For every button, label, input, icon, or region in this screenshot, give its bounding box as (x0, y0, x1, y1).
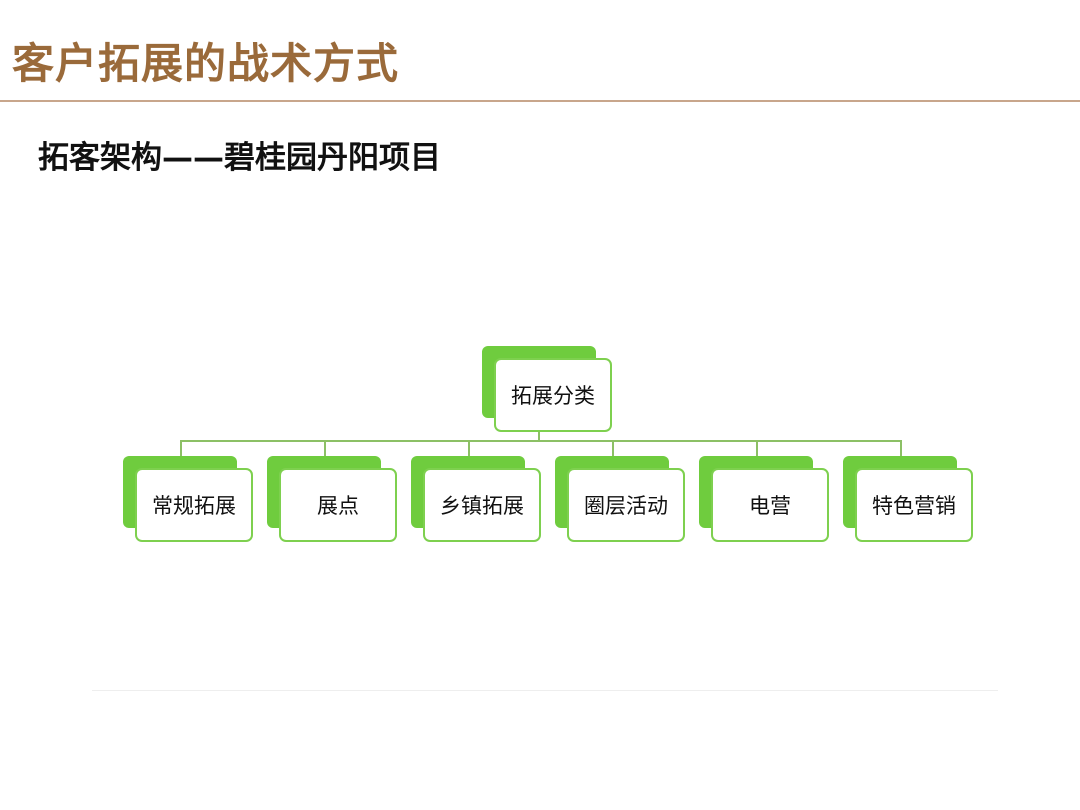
child-node-label: 乡镇拓展 (440, 494, 524, 518)
connector-horizontal-bar (180, 440, 900, 442)
child-node-label: 电营 (749, 494, 791, 518)
child-node-3: 乡镇拓展 (411, 456, 543, 544)
bottom-divider (92, 690, 998, 691)
connector-to-child-1 (180, 440, 182, 457)
title-divider (0, 100, 1080, 102)
child-node-box: 常规拓展 (135, 468, 253, 542)
connector-to-child-5 (756, 440, 758, 457)
child-node-box: 电营 (711, 468, 829, 542)
child-node-label: 展点 (317, 494, 359, 518)
child-node-1: 常规拓展 (123, 456, 255, 544)
slide-subtitle: 拓客架构——碧桂园丹阳项目 (38, 140, 441, 176)
child-node-label: 常规拓展 (152, 494, 236, 518)
child-node-6: 特色营销 (843, 456, 975, 544)
root-node: 拓展分类 (482, 346, 614, 436)
connector-to-child-6 (900, 440, 902, 457)
child-node-box: 乡镇拓展 (423, 468, 541, 542)
slide-title: 客户拓展的战术方式 (12, 39, 400, 88)
child-node-5: 电营 (699, 456, 831, 544)
child-node-4: 圈层活动 (555, 456, 687, 544)
root-node-label: 拓展分类 (511, 384, 595, 408)
child-node-label: 特色营销 (872, 494, 956, 518)
child-node-label: 圈层活动 (584, 494, 668, 518)
root-node-box: 拓展分类 (494, 358, 612, 432)
child-node-2: 展点 (267, 456, 399, 544)
connector-to-child-2 (324, 440, 326, 457)
connector-root-stem (538, 430, 540, 440)
connector-to-child-3 (468, 440, 470, 457)
child-node-box: 特色营销 (855, 468, 973, 542)
child-node-box: 圈层活动 (567, 468, 685, 542)
connector-to-child-4 (612, 440, 614, 457)
child-node-box: 展点 (279, 468, 397, 542)
